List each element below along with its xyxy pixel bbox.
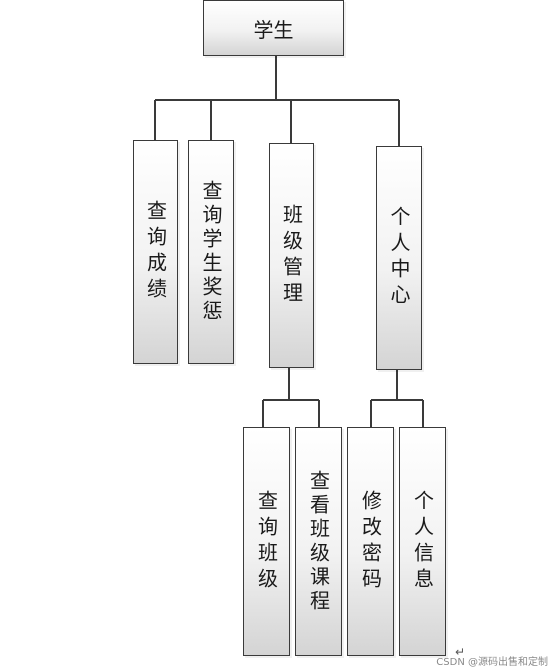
node-personal-info: 个人信息 xyxy=(399,427,446,656)
node-query-grades-label: 查询成绩 xyxy=(143,200,168,304)
node-change-password: 修改密码 xyxy=(347,427,394,656)
node-query-class: 查询班级 xyxy=(243,427,290,656)
node-query-class-label: 查询班级 xyxy=(254,489,279,594)
node-query-grades: 查询成绩 xyxy=(133,140,178,364)
watermark: CSDN @源码出售和定制 xyxy=(436,657,548,668)
node-class-management: 班级管理 xyxy=(269,143,314,368)
node-personal-info-label: 个人信息 xyxy=(410,489,435,594)
node-query-rewards-penalties-label: 查询学生奖惩 xyxy=(199,180,223,324)
return-mark-icon: ↵ xyxy=(455,645,466,659)
node-student-label: 学生 xyxy=(253,17,294,42)
node-query-rewards-penalties: 查询学生奖惩 xyxy=(188,140,234,364)
node-view-class-courses-label: 查看班级课程 xyxy=(306,469,331,614)
node-class-management-label: 班级管理 xyxy=(279,203,304,308)
node-student: 学生 xyxy=(203,0,344,56)
node-view-class-courses: 查看班级课程 xyxy=(295,427,342,656)
node-change-password-label: 修改密码 xyxy=(358,489,383,594)
node-personal-center-label: 个人中心 xyxy=(387,206,411,310)
node-personal-center: 个人中心 xyxy=(376,146,422,370)
